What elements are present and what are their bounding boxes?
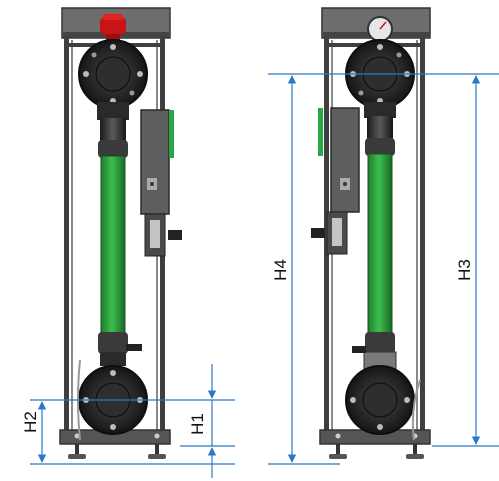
left-unit <box>59 7 182 459</box>
left-control-box <box>140 109 182 257</box>
left-feet <box>68 433 166 459</box>
right-feet <box>329 433 424 459</box>
right-bottom-flange <box>345 365 415 435</box>
label-h1: H1 <box>188 413 207 435</box>
left-frame-inner-left <box>71 40 73 430</box>
left-green-pipe <box>100 155 126 335</box>
left-top-reducer <box>98 140 128 158</box>
left-top-coupling <box>100 118 126 142</box>
label-h3: H3 <box>455 259 474 281</box>
dimension-lines <box>30 73 499 478</box>
label-h4: H4 <box>271 259 290 281</box>
dimension-labels: H2 H1 H4 H3 <box>21 259 474 435</box>
left-frame-left-post <box>64 36 69 436</box>
left-top-valve-body <box>97 102 129 120</box>
right-top-reducer <box>365 138 395 156</box>
right-frame-inner-right <box>416 40 418 430</box>
left-bottom-side-port <box>126 344 142 351</box>
right-unit <box>311 7 431 459</box>
right-bottom-reducer <box>365 332 395 354</box>
right-bottom-side-port <box>352 346 366 353</box>
label-h2: H2 <box>21 411 40 433</box>
right-top-valve-body <box>364 102 396 118</box>
right-green-pipe <box>367 153 393 335</box>
right-frame-right-post <box>420 36 425 436</box>
right-top-coupling <box>367 116 393 140</box>
right-cable <box>411 379 421 441</box>
left-top-flange <box>78 39 148 109</box>
left-bottom-coupling <box>100 352 126 366</box>
right-control-box <box>311 107 360 255</box>
left-bottom-reducer <box>98 332 128 354</box>
